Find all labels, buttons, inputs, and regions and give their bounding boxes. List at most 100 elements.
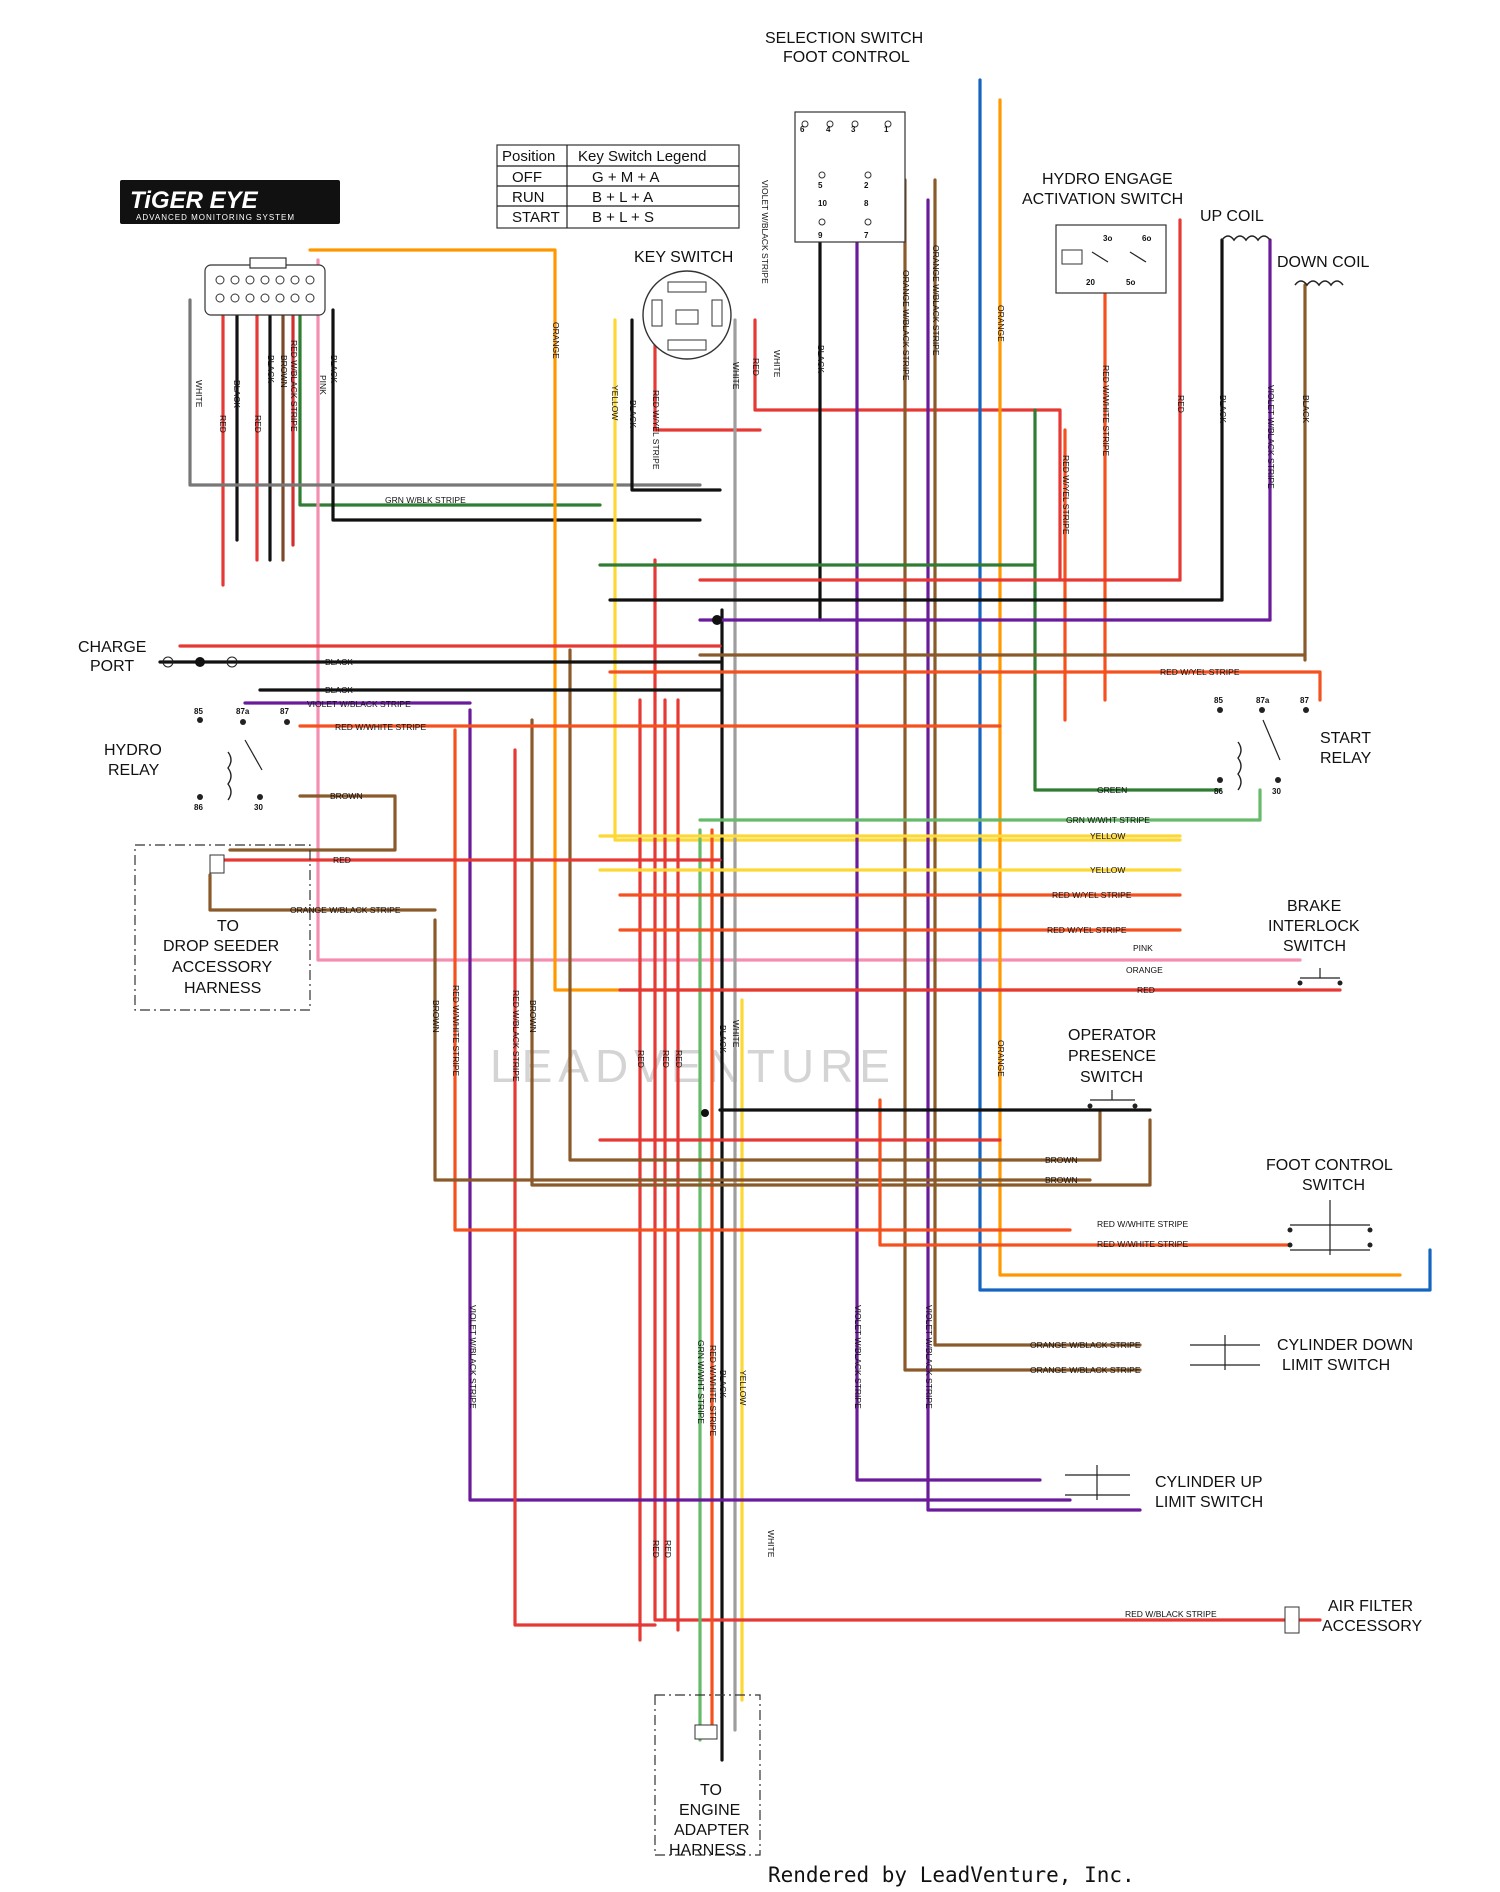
svg-text:RED: RED: [661, 1050, 671, 1068]
vertical-wires: [188, 78, 1432, 1762]
legend-header-key: Key Switch Legend: [578, 148, 706, 165]
logo-title: TiGER EYE: [130, 187, 259, 214]
label-foot-control-2: SWITCH: [1302, 1177, 1365, 1194]
svg-text:ORANGE W/BLACK STRIPE: ORANGE W/BLACK STRIPE: [290, 905, 401, 915]
svg-text:ORANGE W/BLACK STRIPE: ORANGE W/BLACK STRIPE: [901, 270, 911, 381]
wire-yellow-1: [613, 318, 1182, 842]
wire-red-key: [753, 318, 1062, 582]
legend-row-1-val: B + L + A: [592, 189, 653, 206]
svg-text:RED W/YEL STRIPE: RED W/YEL STRIPE: [1061, 455, 1071, 535]
svg-text:ORANGE: ORANGE: [996, 1040, 1006, 1077]
down-coil: [1294, 280, 1344, 287]
hydro-relay: 85 87a 87 30 86: [194, 707, 290, 812]
svg-text:ORANGE: ORANGE: [996, 305, 1006, 342]
svg-text:WHITE: WHITE: [731, 1020, 741, 1048]
svg-text:10: 10: [818, 199, 827, 208]
svg-text:VIOLET W/BLACK STRIPE: VIOLET W/BLACK STRIPE: [1266, 385, 1276, 489]
wire-violet-sel-1: [855, 148, 1042, 1482]
svg-text:RED W/YEL STRIPE: RED W/YEL STRIPE: [1052, 890, 1132, 900]
svg-text:87a: 87a: [1256, 696, 1270, 705]
key-switch-legend-table: Position Key Switch Legend OFF G + M + A…: [496, 144, 740, 229]
watermark: LEADVENTURE: [490, 1040, 896, 1092]
svg-text:85: 85: [1214, 696, 1223, 705]
cylinder-down-limit-switch: [1190, 1335, 1260, 1370]
wire-red-white-relay: [453, 728, 1072, 1232]
wire-labels: WHITE BLACK RED RED BLACK BROWN RED W/BL…: [194, 180, 1311, 1619]
charge-port: [162, 656, 238, 668]
label-start-relay-2: RELAY: [1320, 750, 1372, 767]
svg-text:86: 86: [1214, 787, 1223, 796]
svg-text:GRN W/WHT STRIPE: GRN W/WHT STRIPE: [696, 1340, 706, 1424]
svg-text:RED W/BLACK STRIPE: RED W/BLACK STRIPE: [1125, 1609, 1217, 1619]
svg-text:RED: RED: [253, 415, 263, 433]
label-down-coil: DOWN COIL: [1277, 254, 1370, 271]
svg-text:VIOLET W/BLACK STRIPE: VIOLET W/BLACK STRIPE: [760, 180, 770, 284]
svg-text:BLACK: BLACK: [266, 355, 276, 383]
svg-text:BROWN: BROWN: [1045, 1175, 1078, 1185]
label-cyl-down-2: LIMIT SWITCH: [1282, 1357, 1390, 1374]
svg-text:VIOLET W/BLACK STRIPE: VIOLET W/BLACK STRIPE: [853, 1305, 863, 1409]
svg-text:YELLOW: YELLOW: [1090, 831, 1125, 841]
label-air-filter-2: ACCESSORY: [1322, 1618, 1423, 1635]
svg-text:YELLOW: YELLOW: [738, 1370, 748, 1405]
svg-text:BLACK: BLACK: [816, 345, 826, 373]
svg-text:BLACK: BLACK: [329, 355, 339, 383]
svg-text:3o: 3o: [1103, 234, 1112, 243]
svg-text:RED: RED: [651, 1540, 661, 1558]
svg-text:VIOLET W/BLACK STRIPE: VIOLET W/BLACK STRIPE: [307, 699, 411, 709]
svg-text:ORANGE W/BLACK STRIPE: ORANGE W/BLACK STRIPE: [1030, 1365, 1141, 1375]
engine-adapter-box: [654, 1694, 761, 1856]
svg-text:ORANGE: ORANGE: [551, 322, 561, 359]
label-operator-2: PRESENCE: [1068, 1048, 1156, 1065]
svg-text:WHITE: WHITE: [772, 350, 782, 378]
svg-text:WHITE: WHITE: [766, 1530, 776, 1558]
label-foot-control-1: FOOT CONTROL: [1266, 1157, 1393, 1174]
svg-text:86: 86: [194, 803, 203, 812]
label-hydro-relay-1: HYDRO: [104, 742, 162, 759]
label-drop-seeder-3: ACCESSORY: [172, 959, 273, 976]
svg-text:5: 5: [818, 181, 823, 190]
tiger-eye-logo: TiGER EYE ADVANCED MONITORING SYSTEM: [120, 180, 340, 224]
svg-text:RED W/WHITE STRIPE: RED W/WHITE STRIPE: [708, 1345, 718, 1436]
svg-text:RED W/WHITE STRIPE: RED W/WHITE STRIPE: [451, 985, 461, 1076]
air-filter-connector: [1284, 1606, 1300, 1634]
svg-text:WHITE: WHITE: [194, 380, 204, 408]
svg-text:87: 87: [1300, 696, 1309, 705]
svg-text:VIOLET W/BLACK STRIPE: VIOLET W/BLACK STRIPE: [924, 1305, 934, 1409]
wire-red-white-foot: [878, 1098, 1292, 1247]
label-charge-port-1: CHARGE: [78, 639, 146, 656]
component-labels: SELECTION SWITCH FOOT CONTROL KEY SWITCH…: [78, 30, 1423, 1859]
svg-text:5o: 5o: [1126, 278, 1135, 287]
svg-text:RED: RED: [636, 1050, 646, 1068]
key-switch: [642, 270, 732, 360]
svg-text:PINK: PINK: [1133, 943, 1153, 953]
svg-text:30: 30: [254, 803, 263, 812]
drop-seeder-box: [134, 844, 311, 1011]
svg-text:RED W/WHITE STRIPE: RED W/WHITE STRIPE: [1101, 365, 1111, 456]
label-hydro-engage-1: HYDRO ENGAGE: [1042, 171, 1173, 188]
svg-text:RED W/YEL STRIPE: RED W/YEL STRIPE: [1160, 667, 1240, 677]
up-coil: [1221, 235, 1271, 242]
svg-text:20: 20: [1086, 278, 1095, 287]
label-brake-3: SWITCH: [1283, 938, 1346, 955]
legend-row-2-pos: START: [512, 209, 560, 226]
logo-subtitle: ADVANCED MONITORING SYSTEM: [136, 213, 295, 222]
svg-text:RED W/BLACK STRIPE: RED W/BLACK STRIPE: [289, 340, 299, 432]
legend-row-1-pos: RUN: [512, 189, 545, 206]
svg-text:8: 8: [864, 199, 869, 208]
svg-text:ORANGE W/BLACK STRIPE: ORANGE W/BLACK STRIPE: [931, 245, 941, 356]
svg-text:BLACK: BLACK: [1301, 395, 1311, 423]
wire-orange-black-seeder: [208, 873, 437, 912]
svg-text:BLACK: BLACK: [325, 657, 353, 667]
label-cyl-up-2: LIMIT SWITCH: [1155, 1494, 1263, 1511]
svg-text:RED: RED: [1137, 985, 1155, 995]
label-selection-switch-2: FOOT CONTROL: [783, 49, 910, 66]
svg-text:BROWN: BROWN: [431, 1000, 441, 1033]
wire-red-yel-startrelay: [608, 670, 1322, 702]
splice-black: [712, 615, 722, 625]
svg-text:BLACK: BLACK: [718, 1370, 728, 1398]
wire-white-ecu: [188, 298, 702, 487]
svg-text:1: 1: [884, 125, 889, 134]
svg-text:GRN W/WHT STRIPE: GRN W/WHT STRIPE: [1066, 815, 1150, 825]
label-key-switch: KEY SWITCH: [634, 249, 733, 266]
